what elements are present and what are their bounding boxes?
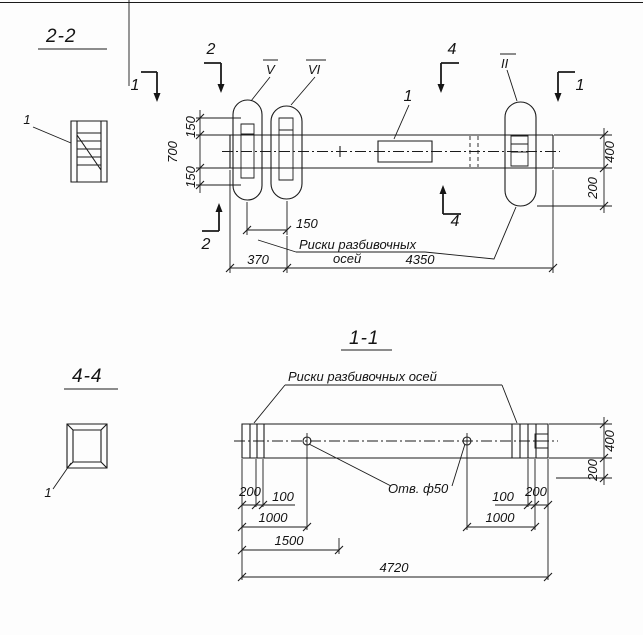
weld-mark-v: V (266, 62, 276, 77)
elev-axis-note-line1: Риски разбивочных (299, 237, 417, 252)
dim-150-gap: 150 (296, 216, 318, 231)
section-view-2-2: 2-2 1 (23, 26, 108, 183)
beam-part-leader (393, 104, 410, 140)
dim-150-bottom: 150 (183, 165, 198, 187)
dim-150-gap-lines (246, 201, 288, 235)
dim-400-plan: 400 (602, 429, 617, 451)
dim-100-left: 100 (272, 489, 294, 504)
cut-2-bottom-label: 2 (201, 236, 211, 253)
plan-axis-note: Риски разбивочных осей (288, 369, 437, 384)
dim-200-right: 200 (524, 484, 547, 499)
section-arrowheads (153, 84, 562, 212)
plan-bottom-extension-lines (241, 449, 549, 580)
cut-1-right-label: 1 (576, 77, 585, 94)
dim-200-left: 200 (238, 484, 261, 499)
elev-bottom-dim-lines (229, 170, 554, 273)
beam-part-label: 1 (404, 88, 413, 105)
hole-axis-ticks (306, 433, 468, 449)
detail-2-2-geometry (70, 120, 108, 183)
axis-mark-oval-right (504, 101, 537, 207)
weld-mark-leaders (250, 69, 518, 106)
detail-4-4-leader (52, 462, 72, 490)
dim-150-top: 150 (183, 115, 198, 137)
cut-1-left-label: 1 (131, 77, 140, 94)
weld-mark-vi: VI (308, 62, 321, 77)
dim-4720: 4720 (380, 560, 410, 575)
beam-outline (229, 134, 554, 169)
oval-inner-plates (240, 117, 529, 181)
cut-4-top-label: 4 (448, 41, 457, 58)
elev-left-dim-ticks (195, 113, 205, 190)
plan-right-dim-ticks (599, 419, 609, 483)
weld-mark-ii: II (501, 56, 509, 71)
plan-right-dim-lines (549, 417, 612, 485)
elev-axis-note-leaders (257, 206, 517, 260)
detail-2-2-leader (32, 126, 72, 144)
hole-note: Отв. ф50 (388, 481, 449, 496)
dim-400-elev: 400 (602, 140, 617, 162)
elev-right-dim-ticks (599, 130, 609, 211)
dim-1000-right: 1000 (486, 510, 516, 525)
dim-1500: 1500 (275, 533, 305, 548)
section-4-4-title: 4-4 (72, 366, 102, 387)
dim-100-right: 100 (492, 489, 514, 504)
elev-bottom-dim-ticks (225, 263, 558, 273)
plan-bottom-dim-ticks (237, 500, 553, 582)
dim-700: 700 (165, 140, 180, 162)
cut-2-top-label: 2 (206, 41, 216, 58)
plan-bottom-dim-lines (242, 504, 548, 578)
beam-middle-part (377, 140, 433, 163)
hole-note-leaders (308, 443, 466, 487)
elev-left-extension-lines (196, 117, 241, 186)
section-1-1-title: 1-1 (349, 328, 379, 349)
elev-right-extension-lines (537, 134, 612, 207)
axis-mark-oval-left2 (270, 105, 303, 200)
section-cut-marks (141, 62, 575, 232)
detail-4-4-part-label: 1 (44, 485, 51, 500)
section-view-4-4: 4-4 1 (44, 366, 118, 500)
section-2-2-title: 2-2 (45, 26, 76, 47)
dim-370: 370 (247, 252, 269, 267)
dim-200-plan: 200 (585, 458, 600, 481)
detail-4-4-geometry (66, 423, 108, 469)
axis-mark-oval-left1 (232, 99, 263, 201)
plan-axis-note-leaders (253, 384, 518, 424)
dim-150-gap-ticks (242, 225, 292, 235)
weld-mark-overlines (263, 53, 516, 61)
cut-4-bottom-label: 4 (451, 213, 460, 230)
detail-2-2-part-label: 1 (23, 112, 30, 127)
elevation-view: 1 1 2 2 4 4 V VI II 1 150 700 150 400 20… (131, 41, 617, 273)
dim-200-elev: 200 (585, 176, 600, 199)
elev-axis-note-line2: осей (333, 251, 361, 266)
plan-view-1-1: 1-1 Риски разбивочных осей Отв. ф50 400 … (234, 328, 617, 582)
dim-1000-left: 1000 (259, 510, 289, 525)
beam-dashed-joints (469, 136, 479, 167)
frame-lines (0, 0, 643, 86)
dim-4350: 4350 (406, 252, 436, 267)
